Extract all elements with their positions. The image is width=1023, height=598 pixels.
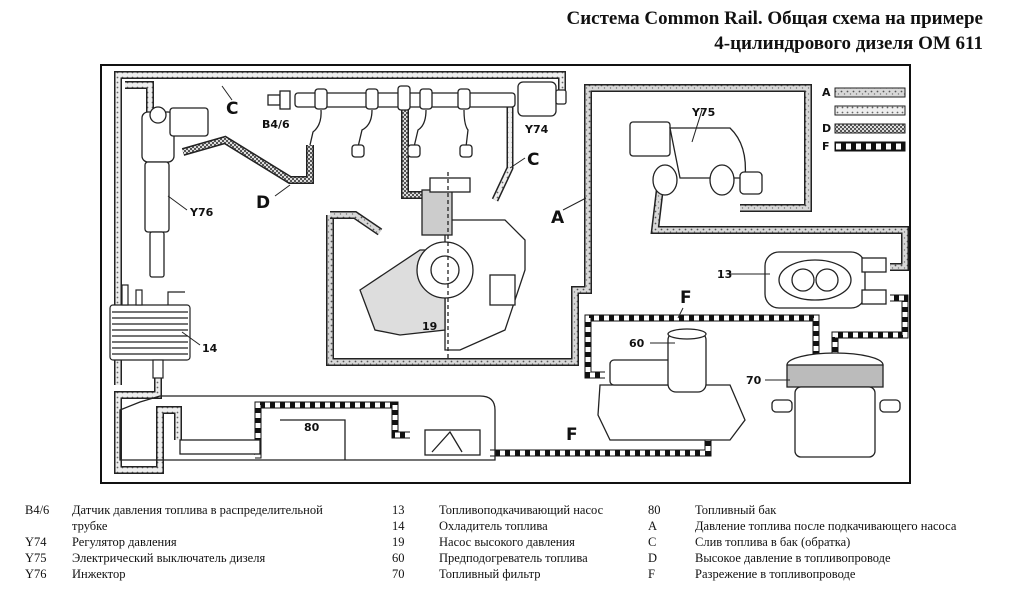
legend-desc: Предподогреватель топлива — [439, 551, 588, 565]
label-y74: Y74 — [524, 123, 549, 136]
pressure-regulator-y74 — [517, 81, 557, 117]
line-legend-key-d: D — [822, 122, 831, 135]
legend-code: A — [648, 519, 658, 533]
legend-desc: Инжектор — [72, 567, 126, 581]
return-line-c — [114, 71, 566, 474]
legend-desc: Охладитель топлива — [439, 519, 548, 533]
legend-code: Y74 — [25, 535, 47, 549]
label-13: 13 — [717, 268, 732, 281]
line-pattern-legend: A D F — [822, 86, 906, 153]
legend-desc: Насос высокого давления — [439, 535, 575, 549]
fuel-preheater-60 — [597, 328, 746, 441]
lift-pump-13 — [764, 251, 887, 309]
label-c-pump: C — [527, 150, 539, 170]
label-b4-6: B4/6 — [262, 118, 290, 131]
line-legend-key-a: A — [822, 86, 831, 99]
label-y76: Y76 — [189, 206, 214, 219]
pressure-sensor-b4-6 — [267, 94, 281, 106]
legend-desc-cont: трубке — [72, 519, 108, 533]
label-f-upper: F — [680, 288, 692, 308]
legend-code: 60 — [392, 551, 405, 565]
legend-code: 13 — [392, 503, 405, 517]
legend-code: F — [648, 567, 655, 581]
line-legend-swatch-c — [834, 105, 906, 116]
high-pressure-pump-19 — [359, 172, 526, 360]
legend-code: 80 — [648, 503, 661, 517]
injector-y76 — [141, 106, 209, 278]
legend-code: Y76 — [25, 567, 47, 581]
legend-code: B4/6 — [25, 503, 50, 517]
title-line-2: 4-цилиндрового дизеля ОМ 611 — [714, 33, 983, 54]
common-rail — [267, 81, 567, 158]
label-70: 70 — [746, 374, 762, 387]
page-title: Система Common Rail. Общая схема на прим… — [567, 6, 984, 56]
callouts: B4/6 Y74 Y75 Y76 C C D A F F 13 14 19 60… — [167, 85, 790, 445]
legend-code: Y75 — [25, 551, 47, 565]
legend-code: 70 — [392, 567, 405, 581]
label-60: 60 — [629, 337, 645, 350]
title-line-1: Система Common Rail. Общая схема на прим… — [566, 8, 984, 29]
legend-desc: Высокое давление в топливопроводе — [695, 551, 891, 565]
label-y75: Y75 — [691, 106, 715, 119]
shutoff-valve-y75 — [629, 121, 763, 196]
fuel-cooler-14 — [109, 284, 191, 379]
legend-desc: Датчик давления топлива в распределитель… — [72, 503, 323, 517]
legend-code: 14 — [392, 519, 405, 533]
label-80: 80 — [304, 421, 320, 434]
high-pressure-line-d — [181, 135, 314, 184]
legend-desc: Топливоподкачивающий насос — [439, 503, 604, 517]
feed-line-a — [326, 84, 909, 366]
label-d: D — [256, 193, 270, 213]
fuel-tank-80 — [119, 395, 496, 461]
label-f-lower: F — [566, 425, 578, 445]
legend-code: 19 — [392, 535, 405, 549]
legend-desc: Давление топлива после подкачивающего на… — [695, 519, 957, 533]
label-14: 14 — [202, 342, 218, 355]
legend-code: C — [648, 535, 657, 549]
legend-desc: Слив топлива в бак (обратка) — [695, 535, 851, 549]
line-legend-swatch-a — [834, 87, 906, 98]
legend-code: D — [648, 551, 658, 565]
legend-desc: Регулятор давления — [72, 535, 177, 549]
legend-desc: Разрежение в топливопроводе — [695, 567, 856, 581]
label-a: A — [551, 208, 565, 228]
legend-desc: Топливный фильтр — [439, 567, 541, 581]
legend-desc: Топливный бак — [695, 503, 777, 517]
label-c-top: C — [226, 99, 238, 119]
label-19: 19 — [422, 320, 437, 333]
line-legend-swatch-d — [834, 123, 906, 134]
line-legend-key-f: F — [822, 140, 830, 153]
fuel-filter-70 — [771, 352, 901, 458]
legend-desc: Электрический выключатель дизеля — [72, 551, 266, 565]
